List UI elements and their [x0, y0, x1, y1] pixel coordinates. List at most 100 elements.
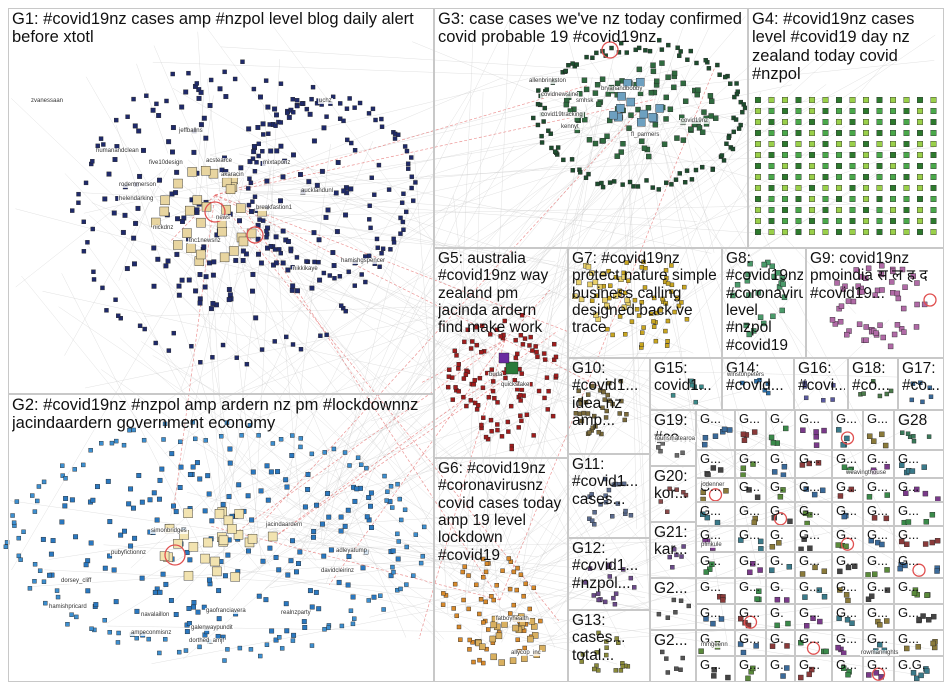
graph-node[interactable]	[725, 674, 731, 681]
graph-node[interactable]	[806, 671, 812, 678]
graph-node[interactable]	[246, 202, 252, 208]
graph-node[interactable]	[584, 54, 589, 60]
graph-node[interactable]	[159, 466, 165, 472]
graph-node[interactable]	[749, 561, 756, 567]
graph-node[interactable]	[572, 293, 578, 299]
graph-node[interactable]	[910, 670, 917, 676]
graph-node[interactable]	[397, 496, 402, 502]
graph-node[interactable]	[715, 62, 720, 68]
graph-node[interactable]	[107, 630, 112, 635]
graph-node[interactable]	[288, 248, 294, 254]
graph-node[interactable]	[740, 380, 745, 386]
graph-node[interactable]	[466, 606, 471, 612]
graph-node[interactable]	[500, 568, 505, 573]
graph-node[interactable]	[254, 160, 259, 165]
graph-node[interactable]	[639, 138, 645, 144]
graph-node[interactable]	[398, 586, 403, 592]
graph-node[interactable]	[617, 411, 622, 416]
graph-node[interactable]	[604, 408, 609, 414]
graph-node[interactable]	[373, 117, 378, 123]
graph-node[interactable]	[502, 318, 507, 324]
graph-node[interactable]	[689, 378, 694, 384]
graph-node[interactable]	[187, 557, 193, 563]
graph-node[interactable]	[771, 469, 778, 475]
graph-node[interactable]	[803, 486, 809, 492]
graph-node[interactable]	[917, 152, 923, 158]
graph-node[interactable]	[76, 200, 81, 205]
graph-node[interactable]	[91, 277, 97, 282]
graph-node[interactable]	[845, 298, 852, 304]
graph-node[interactable]	[604, 133, 610, 139]
graph-node[interactable]	[263, 597, 269, 603]
graph-node[interactable]	[712, 433, 719, 439]
graph-node[interactable]	[618, 378, 624, 384]
graph-node[interactable]	[837, 493, 844, 499]
graph-node[interactable]	[747, 569, 753, 576]
graph-node[interactable]	[252, 169, 258, 174]
graph-node[interactable]	[309, 285, 315, 291]
graph-node[interactable]	[675, 295, 680, 301]
graph-node[interactable]	[191, 149, 197, 155]
graph-node[interactable]	[203, 438, 208, 443]
graph-node[interactable]	[553, 354, 559, 360]
graph-node[interactable]	[700, 489, 706, 496]
graph-node[interactable]	[728, 81, 733, 86]
graph-node[interactable]	[546, 388, 551, 394]
graph-node[interactable]	[751, 519, 758, 526]
graph-node[interactable]	[700, 511, 706, 518]
graph-node[interactable]	[390, 505, 395, 510]
graph-node[interactable]	[452, 581, 458, 587]
graph-node[interactable]	[802, 510, 809, 517]
graph-node[interactable]	[650, 62, 656, 68]
graph-node[interactable]	[352, 283, 358, 288]
graph-node[interactable]	[374, 236, 380, 242]
graph-node[interactable]	[535, 354, 540, 359]
graph-node[interactable]	[32, 562, 38, 567]
graph-node[interactable]	[198, 122, 204, 128]
graph-node[interactable]	[156, 496, 162, 502]
graph-node[interactable]	[313, 589, 319, 595]
graph-node[interactable]	[104, 308, 109, 313]
graph-node[interactable]	[665, 318, 671, 324]
graph-node[interactable]	[268, 148, 274, 154]
graph-node[interactable]	[656, 187, 662, 192]
graph-node[interactable]	[201, 115, 207, 121]
graph-node[interactable]	[903, 119, 910, 125]
graph-node[interactable]	[903, 130, 910, 136]
graph-node[interactable]	[210, 272, 216, 278]
graph-node[interactable]	[290, 97, 295, 102]
graph-node[interactable]	[795, 108, 802, 114]
graph-node[interactable]	[309, 451, 315, 457]
graph-node[interactable]	[246, 548, 251, 554]
graph-node[interactable]	[160, 195, 170, 206]
graph-node[interactable]	[626, 97, 635, 107]
graph-node[interactable]	[576, 388, 581, 394]
graph-node[interactable]	[197, 644, 202, 650]
graph-node[interactable]	[755, 290, 762, 296]
graph-node[interactable]	[799, 462, 806, 468]
graph-node[interactable]	[757, 567, 763, 573]
graph-node[interactable]	[157, 650, 162, 656]
graph-node[interactable]	[656, 445, 661, 450]
graph-node[interactable]	[918, 672, 924, 679]
graph-node[interactable]	[809, 141, 815, 147]
graph-node[interactable]	[536, 88, 541, 93]
graph-node[interactable]	[659, 47, 665, 52]
graph-node[interactable]	[186, 70, 191, 76]
graph-node[interactable]	[89, 626, 94, 631]
graph-node[interactable]	[350, 594, 356, 600]
graph-node[interactable]	[658, 499, 663, 504]
graph-node[interactable]	[250, 469, 256, 475]
graph-node[interactable]	[596, 630, 601, 636]
graph-node[interactable]	[876, 185, 883, 191]
graph-node[interactable]	[166, 139, 172, 145]
graph-node[interactable]	[534, 349, 539, 355]
graph-node[interactable]	[163, 637, 168, 642]
graph-node[interactable]	[914, 301, 920, 308]
graph-node[interactable]	[225, 184, 236, 195]
graph-node[interactable]	[744, 277, 751, 284]
graph-node[interactable]	[868, 537, 874, 544]
graph-node[interactable]	[349, 140, 354, 146]
graph-node[interactable]	[876, 229, 883, 235]
graph-node[interactable]	[147, 497, 153, 503]
